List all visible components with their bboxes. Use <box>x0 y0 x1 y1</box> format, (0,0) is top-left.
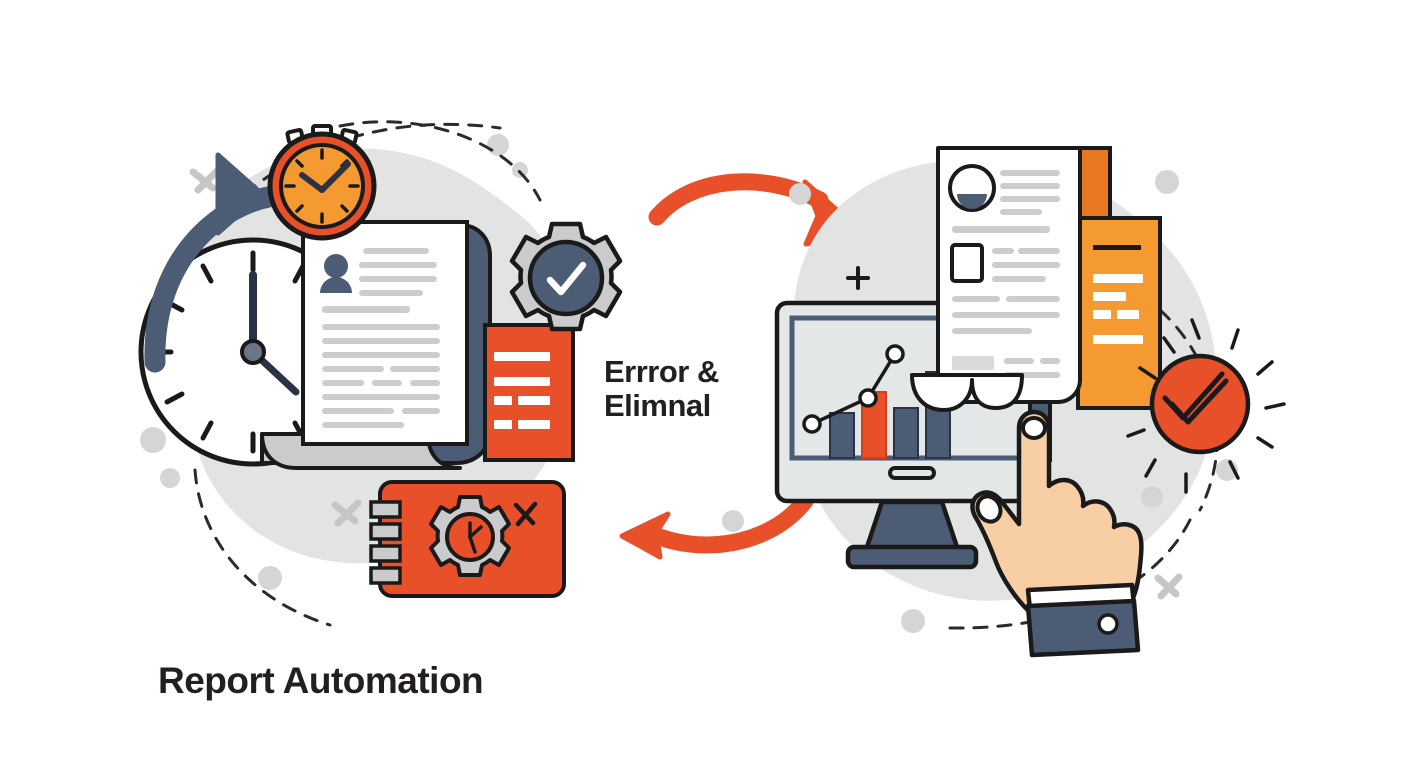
report-document <box>301 220 469 446</box>
chart-point-marker <box>802 414 822 434</box>
dot-decoration <box>1141 486 1163 508</box>
dot-decoration <box>140 427 166 453</box>
dot-decoration <box>722 510 744 532</box>
dot-decoration <box>1155 170 1179 194</box>
arrow-return-icon <box>619 492 814 560</box>
dashed-arc <box>193 468 332 627</box>
dashed-arc <box>198 122 502 252</box>
page-curl <box>910 373 1024 412</box>
document-avatar <box>948 164 996 212</box>
document-orange-panel <box>1076 216 1162 410</box>
dashed-arc <box>338 120 542 202</box>
avatar <box>320 254 352 293</box>
dot-decoration <box>258 566 282 590</box>
orange-notebook <box>369 480 566 598</box>
pointing-hand <box>970 409 1144 658</box>
orange-data-card <box>483 323 575 462</box>
center-label: Errror & Elimnal <box>604 355 719 423</box>
fingernail <box>1021 416 1047 440</box>
left-scene <box>138 120 623 627</box>
document-box <box>950 243 984 283</box>
sparkle-icon <box>331 499 362 527</box>
dot-decoration <box>901 609 925 633</box>
dashed-arc <box>948 518 1192 630</box>
cuff-button <box>1097 613 1119 635</box>
notebook-tabs <box>369 500 402 585</box>
chart-bar <box>829 412 855 459</box>
stopwatch <box>267 124 377 241</box>
dot-decoration <box>512 162 528 178</box>
center-label-line1: Errror & <box>604 354 719 389</box>
chart-bar <box>893 407 919 459</box>
refresh-arrow <box>144 152 303 373</box>
document-tab <box>1076 146 1112 227</box>
fingernail <box>975 494 1003 524</box>
page-title: Report Automation <box>158 660 484 701</box>
sparkle-icon <box>1154 573 1183 600</box>
chart-point-marker <box>858 388 878 408</box>
sparkle-icon <box>189 166 222 194</box>
chart-point-marker <box>885 344 905 364</box>
center-label-line2: Elimnal <box>604 388 711 423</box>
close-x-icon <box>513 501 538 527</box>
gear-clock-icon <box>429 495 511 577</box>
approved-check-badge <box>1126 318 1286 494</box>
dot-decoration <box>789 183 811 205</box>
sleeve <box>1025 598 1141 658</box>
screen-chart <box>802 344 951 459</box>
output-document <box>910 146 1082 412</box>
plus-icon <box>846 266 870 290</box>
burst-rays <box>1126 318 1286 494</box>
dot-decoration <box>160 468 180 488</box>
right-scene <box>722 146 1286 658</box>
dot-decoration <box>487 134 509 156</box>
gear-check-badge <box>509 221 623 332</box>
